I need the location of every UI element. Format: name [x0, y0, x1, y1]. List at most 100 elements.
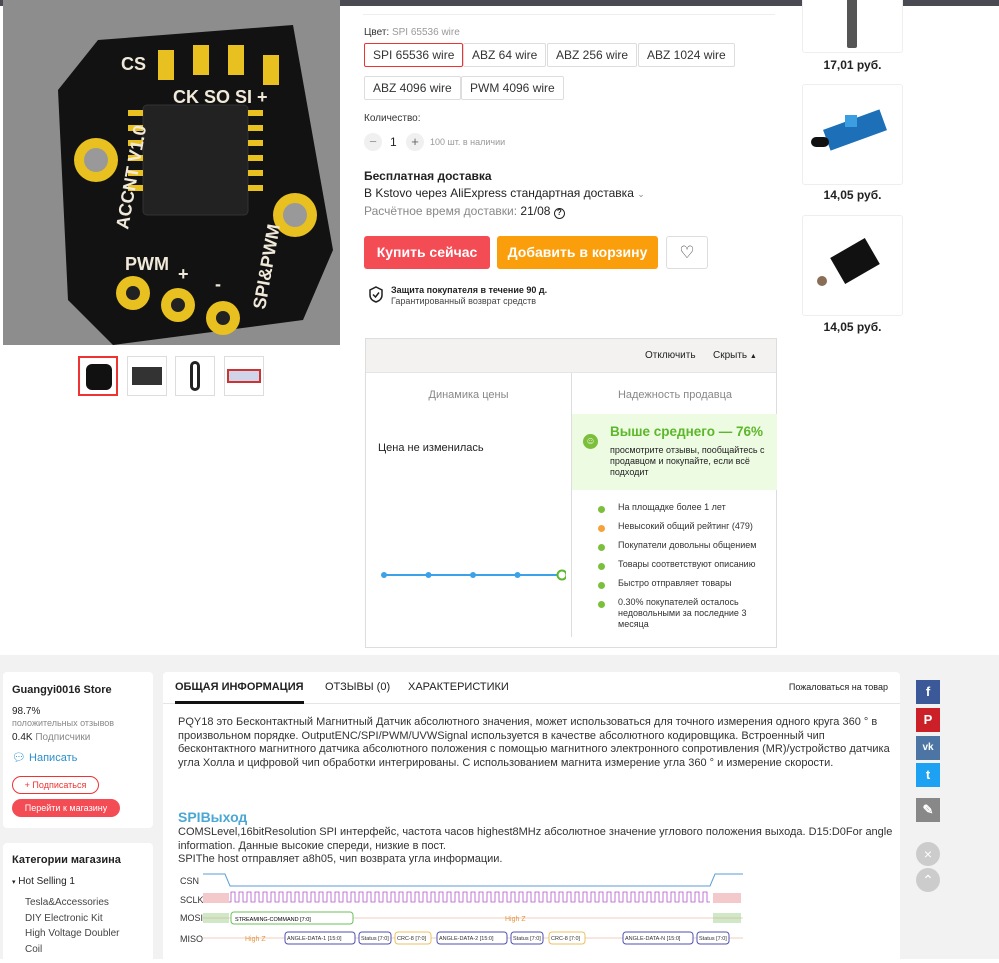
category-group[interactable]: ▾ Hot Selling 1	[12, 876, 75, 887]
price-point	[425, 572, 432, 578]
divider	[571, 373, 572, 637]
shipping-title: Бесплатная доставка	[364, 169, 492, 183]
category-item[interactable]: Coil	[25, 943, 43, 955]
report-link[interactable]: Пожаловаться на товар	[788, 682, 888, 692]
twitter-share-icon[interactable]: t	[916, 763, 940, 787]
miso-label: ANGLE-DATA-2 [15:0]	[439, 936, 494, 942]
followers: 0.4K Подписчики	[12, 732, 91, 743]
svg-text:-: -	[215, 274, 221, 294]
protection-subtitle: Гарантированный возврат средств	[391, 296, 537, 306]
miso-frame	[548, 931, 586, 945]
category-list: Tesla&Accessories DIY Electronic Kit Hig…	[25, 895, 120, 957]
miso-frame	[358, 931, 392, 945]
svg-text:+: +	[178, 264, 189, 284]
seller-point: Товары соответствуют описанию	[572, 559, 777, 570]
related-product-image[interactable]	[802, 0, 903, 53]
pinterest-share-icon[interactable]: P	[916, 708, 940, 732]
option-pwm-4096[interactable]: PWM 4096 wire	[461, 76, 564, 100]
follow-button[interactable]: + Подписаться	[12, 776, 99, 794]
category-item[interactable]: High Voltage Doubler	[25, 928, 120, 939]
positive-label: положительных отзывов	[12, 718, 115, 728]
shipping-method[interactable]: В Kstovo через AliExpress стандартная до…	[364, 186, 645, 200]
facebook-share-icon[interactable]: f	[916, 680, 940, 704]
seller-point-text: На площадке более 1 лет	[618, 502, 726, 512]
edit-icon[interactable]: ✎	[916, 798, 940, 822]
option-abz-64[interactable]: ABZ 64 wire	[463, 43, 547, 67]
seller-point: На площадке более 1 лет	[572, 502, 777, 513]
related-price[interactable]: 14,05 руб.	[823, 320, 882, 334]
smile-icon: ☺	[583, 434, 598, 449]
signal-label: MISO	[180, 934, 203, 944]
category-item[interactable]: DIY Electronic Kit	[25, 912, 103, 924]
related-price[interactable]: 14,05 руб.	[823, 188, 882, 202]
rating-text: просмотрите отзывы, пообщайтесь с продав…	[610, 445, 765, 477]
description-intro: PQY18 это Бесконтактный Магнитный Датчик…	[178, 716, 890, 769]
miso-frame	[394, 931, 432, 945]
miso-frame	[284, 931, 356, 945]
main-product-image[interactable]: CS CK SO SI + PWM + - ACCNT V1.0 SPI&PWM	[3, 0, 340, 345]
store-name[interactable]: Guangyi0016 Store	[12, 684, 112, 696]
miso-label: Status [7:0]	[699, 936, 727, 942]
thumbnail-4[interactable]	[224, 356, 264, 396]
option-abz-1024[interactable]: ABZ 1024 wire	[638, 43, 735, 67]
tab-specifications[interactable]: ХАРАКТЕРИСТИКИ	[408, 681, 509, 693]
svg-text:PWM: PWM	[125, 254, 169, 274]
mosi-highz: High Z	[505, 916, 526, 923]
thumbnail-1[interactable]	[78, 356, 118, 396]
rating-title: Выше среднего — 76%	[610, 424, 763, 439]
store-categories-card: Категории магазина ▾ Hot Selling 1 Tesla…	[3, 843, 153, 963]
quantity-input[interactable]: 1	[390, 135, 397, 149]
miso-label: ANGLE-DATA-1 [15:0]	[287, 936, 342, 942]
top-bar	[0, 0, 999, 6]
price-point	[556, 569, 566, 581]
related-product-image[interactable]	[802, 84, 903, 185]
add-to-cart-button[interactable]: Добавить в корзину	[497, 236, 658, 269]
price-point	[381, 572, 387, 578]
spi-heading: SPIВыход	[178, 809, 248, 825]
status-dot-icon	[598, 525, 605, 532]
positive-rate: 98.7%	[12, 706, 41, 717]
thumbnail-2[interactable]	[127, 356, 167, 396]
signal-label: MOSI	[180, 913, 203, 923]
miso-label: ANGLE-DATA-N [15:0]	[625, 936, 681, 942]
store-card: Guangyi0016 Store 98.7% положительных от…	[3, 672, 153, 828]
category-item[interactable]: Tesla&Accessories	[25, 897, 109, 908]
tab-overview[interactable]: ОБЩАЯ ИНФОРМАЦИЯ	[175, 681, 304, 704]
description-panel: ОБЩАЯ ИНФОРМАЦИЯ ОТЗЫВЫ (0) ХАРАКТЕРИСТИ…	[163, 672, 900, 962]
divider	[363, 14, 775, 15]
status-dot-icon	[598, 582, 605, 589]
quantity-plus-button[interactable]: +	[406, 133, 424, 151]
help-icon[interactable]: ?	[553, 208, 565, 219]
hide-link[interactable]: Скрыть ▲	[713, 350, 757, 361]
spi-paragraph: COMSLevel,16bitResolution SPI интерфейс,…	[178, 826, 893, 852]
option-spi-65536[interactable]: SPI 65536 wire	[364, 43, 464, 67]
price-seller-widget: Отключить Скрыть ▲ Динамика цены Цена не…	[365, 338, 777, 648]
tab-reviews[interactable]: ОТЗЫВЫ (0)	[325, 681, 391, 693]
thumbnail-3[interactable]	[175, 356, 215, 396]
miso-frame	[436, 931, 508, 945]
seller-point-text: Товары соответствуют описанию	[618, 559, 756, 569]
seller-point-text: Покупатели довольны общением	[618, 540, 757, 550]
miso-frame	[510, 931, 544, 945]
signal-label: SCLK	[180, 895, 204, 905]
miso-frame	[622, 931, 694, 945]
disable-link[interactable]: Отключить	[645, 350, 696, 361]
wishlist-heart-icon[interactable]: ♡	[666, 236, 708, 269]
protection-title: Защита покупателя в течение 90 д.	[391, 285, 548, 295]
message-link[interactable]: 💬︎ Написать	[12, 752, 78, 764]
shield-check-icon	[369, 286, 383, 303]
status-dot-icon	[598, 601, 605, 608]
related-product-image[interactable]	[802, 215, 903, 316]
color-label: Цвет: SPI 65536 wire	[364, 27, 460, 38]
vk-share-icon[interactable]: vk	[916, 736, 940, 760]
related-price[interactable]: 17,01 руб.	[823, 58, 882, 72]
go-to-store-button[interactable]: Перейти к магазину	[12, 799, 120, 817]
option-abz-4096[interactable]: ABZ 4096 wire	[364, 76, 461, 100]
option-abz-256[interactable]: ABZ 256 wire	[547, 43, 638, 67]
close-icon[interactable]: ×	[916, 842, 940, 866]
status-dot-icon	[598, 544, 605, 551]
quantity-minus-button[interactable]: −	[364, 133, 382, 151]
price-history-chart	[381, 569, 566, 581]
buy-now-button[interactable]: Купить сейчас	[364, 236, 490, 269]
scroll-up-icon[interactable]: ⌃	[916, 868, 940, 892]
